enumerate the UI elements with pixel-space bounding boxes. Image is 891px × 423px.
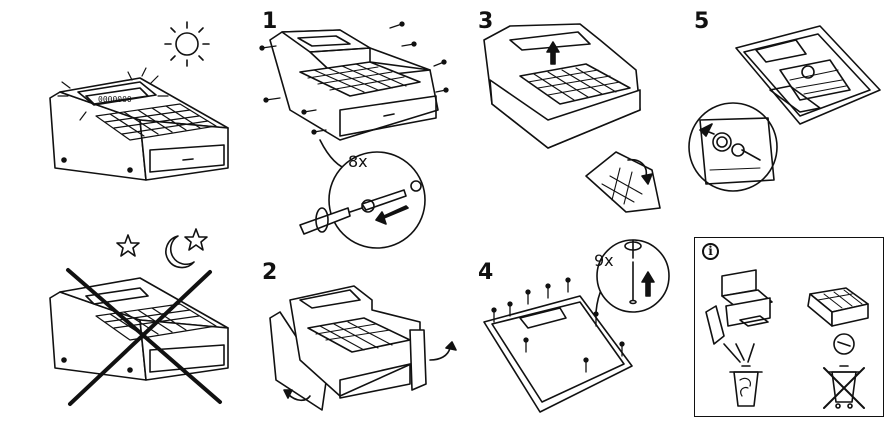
step-number-3: 3 <box>478 9 494 34</box>
moon-icon <box>165 235 195 269</box>
step1-zoom-circle <box>299 151 426 249</box>
no-trash-bin-icon <box>823 365 865 409</box>
calculator-daylight: 0000000 <box>49 67 229 181</box>
arrow-icon <box>283 341 457 402</box>
star-icon <box>116 234 140 257</box>
arrow-icon <box>375 205 409 225</box>
screw-count-step4: 9x <box>594 251 614 270</box>
calculator-display-text: 0000000 <box>98 95 132 104</box>
step4-zoom-circle <box>596 239 670 313</box>
calculator-night-crossed <box>49 268 229 406</box>
step-number-4: 4 <box>478 260 494 285</box>
step4-base <box>483 275 633 413</box>
screw-count-step1: 8x <box>348 152 368 171</box>
arrow-icon <box>546 41 560 65</box>
step5-zoom-circle <box>688 102 778 192</box>
step-number-1: 1 <box>262 9 278 34</box>
star-icon <box>184 228 208 251</box>
step2-calculator <box>269 285 457 411</box>
recycle-bin-icon <box>729 365 763 407</box>
info-icon: i <box>702 243 719 260</box>
step-number-2: 2 <box>262 260 278 285</box>
screwdriver-icon <box>624 239 642 259</box>
info-panel-drawing <box>705 269 869 363</box>
sun-icon <box>164 21 210 67</box>
step-number-5: 5 <box>694 9 710 34</box>
step1-calculator <box>259 21 449 171</box>
step3-calculator <box>483 23 661 213</box>
screwdriver-icon <box>299 207 363 235</box>
arrow-icon <box>641 271 655 297</box>
battery-icon <box>712 132 732 152</box>
info-panel: i <box>694 237 884 417</box>
step5-circuit-board <box>735 25 881 135</box>
